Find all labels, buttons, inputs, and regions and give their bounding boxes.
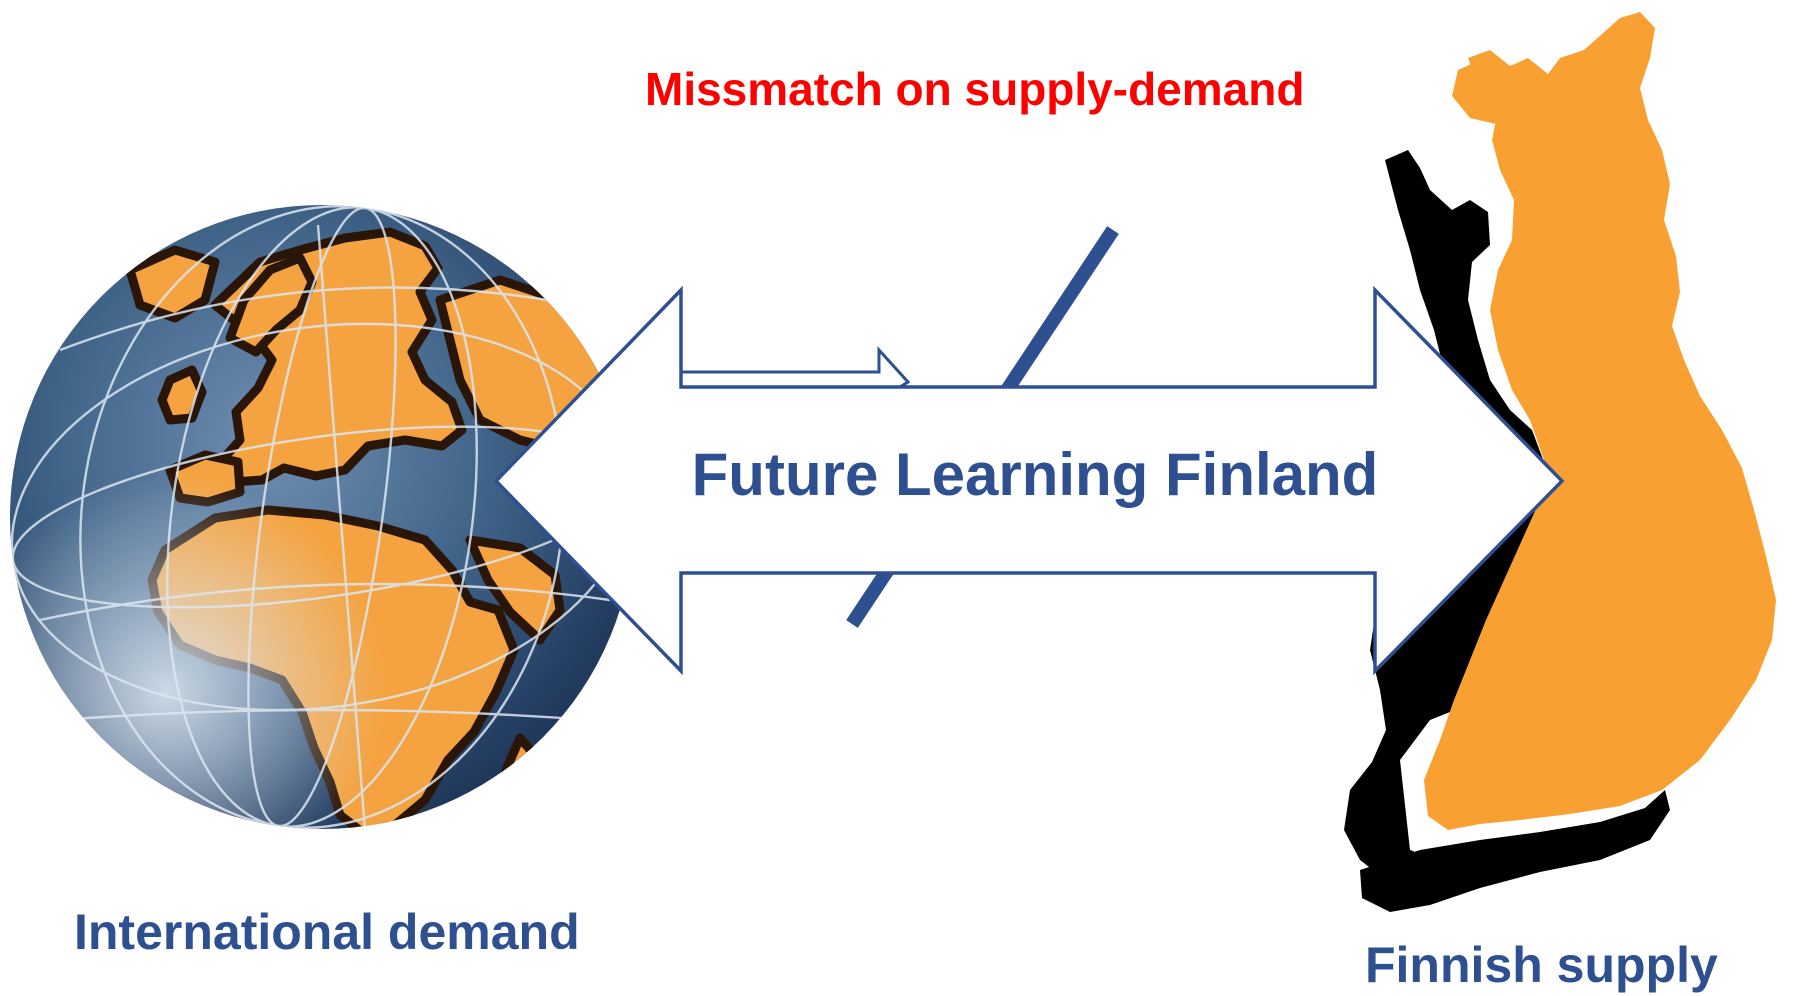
finland-south-shore (1360, 790, 1670, 912)
international-demand-label: International demand (74, 904, 580, 960)
double-arrow-icon (493, 285, 1565, 676)
finnish-supply-label: Finnish supply (1365, 937, 1718, 993)
finland-landmass (1424, 12, 1776, 830)
finland-northwest-arm (1452, 60, 1510, 124)
mismatch-label: Missmatch on supply-demand (645, 63, 1305, 115)
center-label: Future Learning Finland (691, 441, 1379, 508)
